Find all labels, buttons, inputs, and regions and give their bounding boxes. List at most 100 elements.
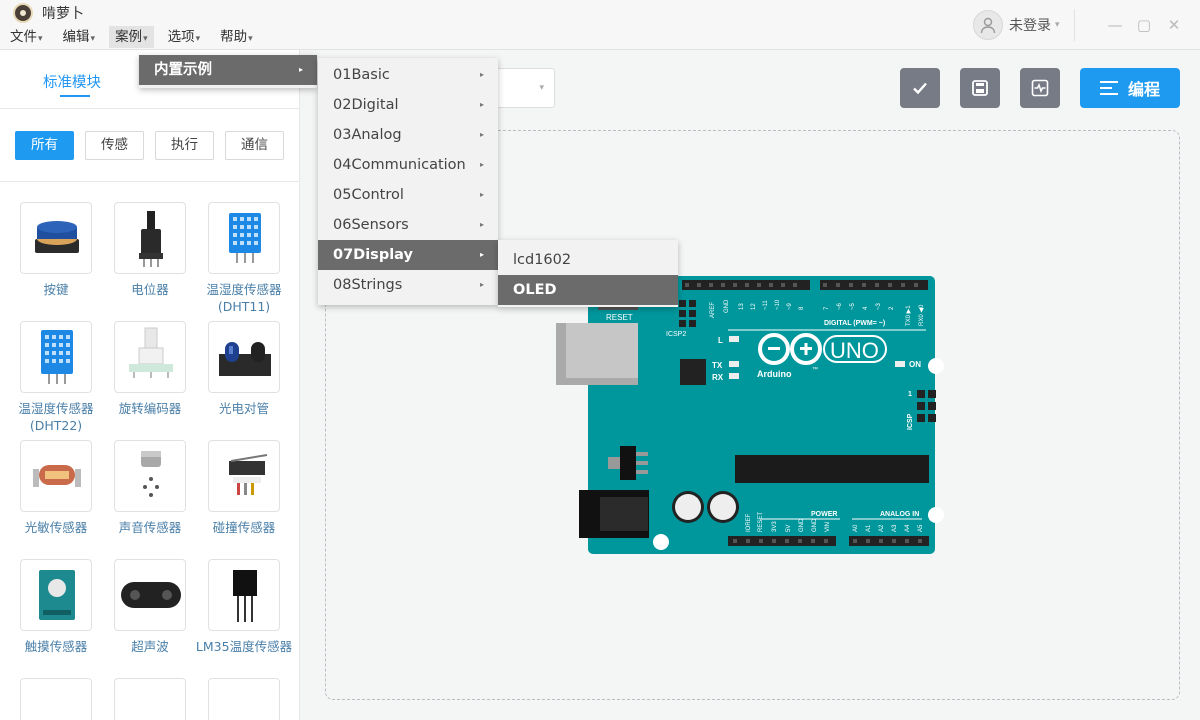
module-tile[interactable] [114,678,186,720]
menu-edit[interactable]: 编辑▾ [62,29,96,45]
filter-comm-button[interactable]: 通信 [225,131,284,160]
menu-item-control[interactable]: 05Control▸ [318,180,498,210]
chevron-right-icon: ▸ [479,130,484,139]
verify-button[interactable] [900,68,940,108]
pin-label: 7 [824,306,830,310]
chevron-right-icon: ▸ [479,280,484,289]
pin-label: AREF [710,302,716,318]
collision-sensor-icon[interactable] [208,440,280,512]
pin-label: ~3 [876,302,882,310]
user-avatar-icon [973,10,1003,40]
program-button[interactable]: 编程 [1080,68,1180,108]
menu-bar: 文件▾ 编辑▾ 案例▾ 选项▾ 帮助▾ [0,26,263,48]
chevron-down-icon: ▾ [195,34,201,44]
save-button[interactable] [960,68,1000,108]
serial-monitor-icon [1031,79,1049,97]
menu-options[interactable]: 选项▾ [167,29,201,45]
menu-item-digital[interactable]: 02Digital▸ [318,90,498,120]
digital-label: DIGITAL (PWM= ~) [824,320,885,327]
chevron-right-icon: ▸ [479,70,484,79]
button-module-icon[interactable] [20,202,92,274]
pin-label: 3V3 [772,521,778,532]
touch-sensor-icon[interactable] [20,559,92,631]
led-rx [729,373,739,379]
module-label: 按键 [43,282,69,297]
power-header [728,536,836,546]
led-tx [729,361,739,367]
pin-label: 4 [863,306,869,310]
pin-label: VIN [825,522,831,532]
potentiometer-icon[interactable] [114,202,186,274]
dht22-icon[interactable] [20,321,92,393]
menu-item-communication[interactable]: 04Communication▸ [318,150,498,180]
pin-label: RX0 ◀0 [919,304,925,326]
maximize-button[interactable]: ▢ [1136,16,1152,34]
workspace-canvas[interactable] [325,130,1180,700]
led-l [729,336,739,342]
pin-label: GND [799,518,805,532]
ultrasonic-icon[interactable] [114,559,186,631]
chevron-right-icon: ▸ [479,190,484,199]
board-pcb [588,276,935,554]
menu-cases[interactable]: 案例▾ [109,26,154,48]
tab-standard-modules[interactable]: 标准模块 [43,75,101,91]
icsp2-label: ICSP2 [666,331,686,338]
filter-sensor-button[interactable]: 传感 [85,131,144,160]
chevron-right-icon: ▸ [479,160,484,169]
pin-label: 13 [739,303,745,310]
module-label: 碰撞传感器 [212,520,276,535]
analog-label: ANALOG IN [880,511,919,518]
menu-item-display[interactable]: 07Display▸ [318,240,498,270]
pin-label: 5V [786,525,792,532]
menu-item-strings[interactable]: 08Strings▸ [318,270,498,300]
module-label: LM35温度传感器 [195,639,293,654]
filter-all-button[interactable]: 所有 [15,131,74,160]
menu-item-oled[interactable]: OLED [498,275,678,305]
chevron-down-icon: ▾ [1055,20,1060,30]
menu-item-analog[interactable]: 03Analog▸ [318,120,498,150]
mount-hole [653,534,669,550]
module-label: 超声波 [131,639,169,654]
pin-label: ~9 [787,302,793,310]
menu-item-sensors[interactable]: 06Sensors▸ [318,210,498,240]
divider [0,108,299,109]
pin-label: GND [724,299,730,313]
pin-label: A5 [918,524,924,532]
menu-item-builtin-examples[interactable]: 内置示例▸ [139,55,317,85]
close-button[interactable]: ✕ [1167,16,1181,34]
minimize-button[interactable]: — [1107,16,1123,34]
module-tile[interactable] [208,678,280,720]
module-label: 光敏传感器 [24,520,88,535]
menu-file[interactable]: 文件▾ [10,29,43,45]
menu-help[interactable]: 帮助▾ [220,29,253,45]
analog-header [849,536,929,546]
menu-item-basic[interactable]: 01Basic▸ [318,60,498,90]
icsp-pin-1: 1 [908,391,912,398]
dht11-icon[interactable] [208,202,280,274]
l-led-label: L [718,336,723,345]
menu-item-lcd1602[interactable]: lcd1602 [513,252,572,268]
module-tile[interactable] [20,678,92,720]
uno-logo [823,335,887,363]
chevron-down-icon: ▾ [248,34,253,44]
pin-label: ~10 [775,299,781,310]
photo-interrupter-icon[interactable] [208,321,280,393]
module-label: 触摸传感器 [24,639,88,654]
power-label: POWER [811,511,837,518]
pin-label: A2 [879,524,885,532]
chevron-down-icon: ▾ [38,34,43,44]
chevron-right-icon: ▸ [479,250,484,259]
sound-sensor-icon[interactable] [114,440,186,512]
arduino-uno-board[interactable]: RESET ICSP2 AREF GND 13 12 ~11 ~10 ~9 8 … [550,270,950,560]
chevron-down-icon: ▾ [143,34,148,44]
lm35-icon[interactable] [208,559,280,631]
user-menu[interactable]: 未登录 ▾ [973,9,1075,41]
list-icon [1099,81,1118,95]
rx-led-label: RX [712,373,724,382]
filter-actuator-button[interactable]: 执行 [155,131,214,160]
light-sensor-icon[interactable] [20,440,92,512]
rotary-encoder-icon[interactable] [114,321,186,393]
board-select[interactable]: ▾ [495,68,555,108]
pin-label: ~5 [850,302,856,310]
serial-monitor-button[interactable] [1020,68,1060,108]
